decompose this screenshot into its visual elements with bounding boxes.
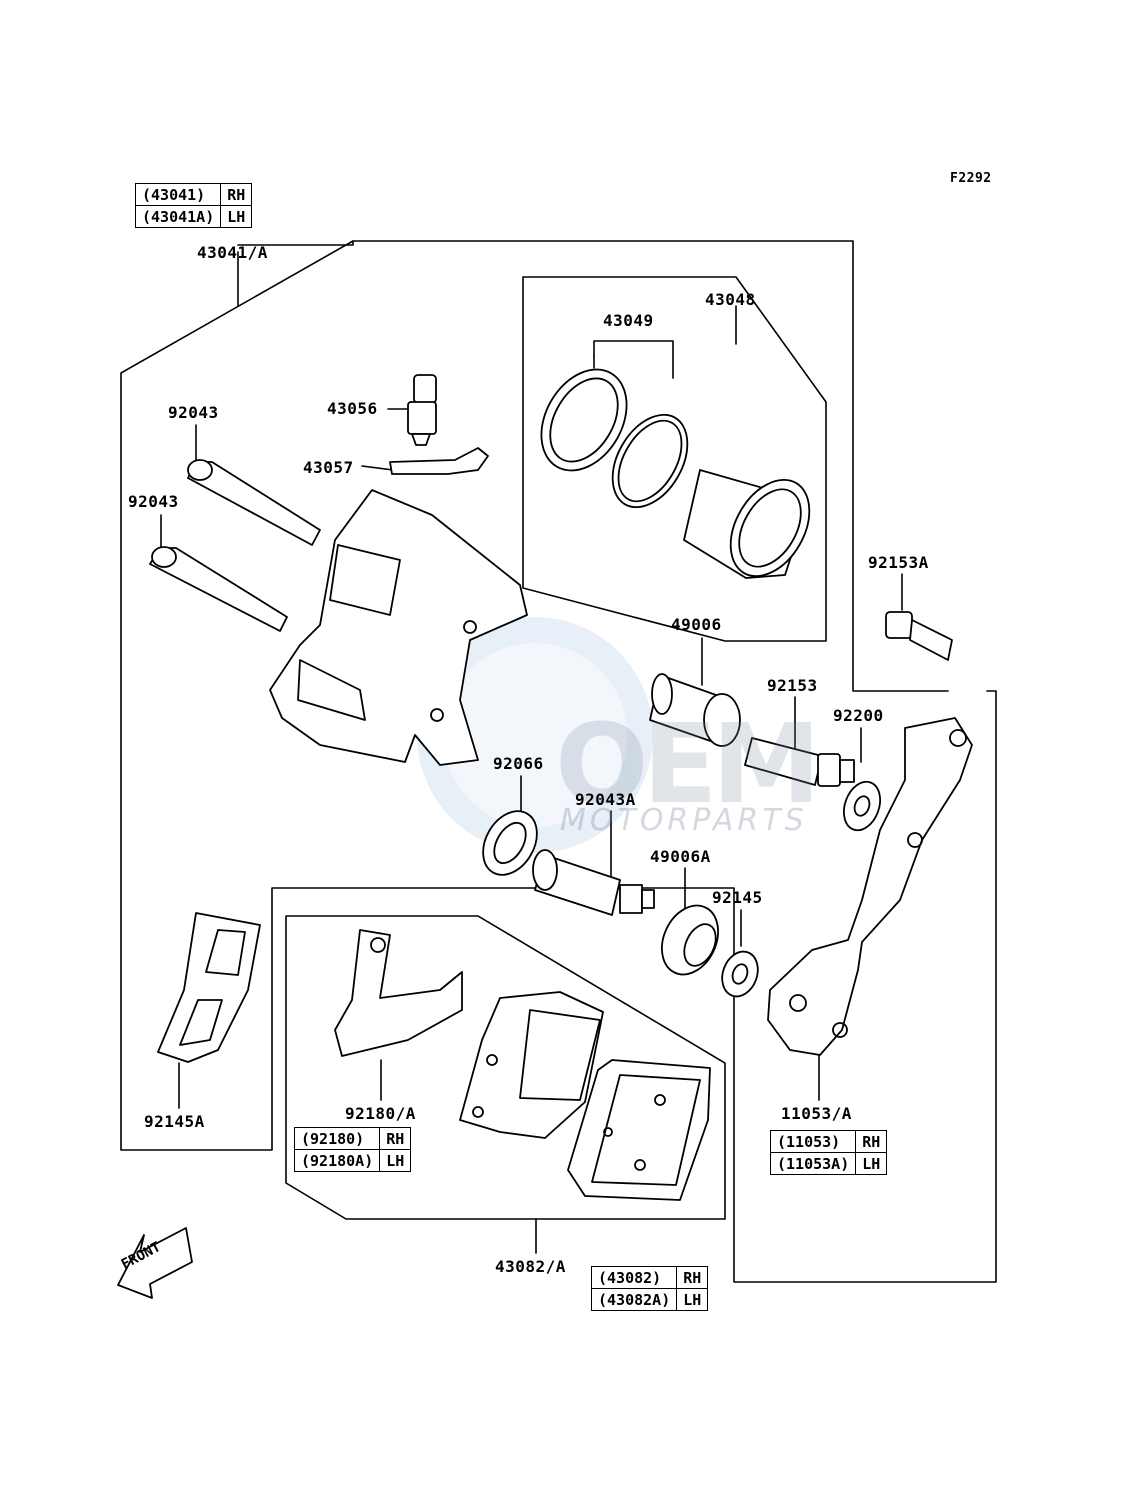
diagram-code: F2292 (950, 171, 992, 186)
variant-table-holder: (11053) RH (11053A) LH (769, 1130, 888, 1175)
bleeder-cap (389, 447, 489, 475)
small-washer (721, 950, 759, 998)
piston-kit-frame (522, 276, 827, 642)
variant-side: LH (676, 1288, 709, 1311)
slide-pin (532, 849, 655, 916)
caliper-body (269, 489, 528, 766)
piston-seal (540, 368, 628, 472)
variant-row: (43082A) LH (590, 1288, 709, 1311)
guide-pin-upper (187, 459, 321, 546)
variant-part: (11053A) (769, 1152, 857, 1175)
label-spring-clip: 92145A (144, 1112, 205, 1131)
bleeder-valve (407, 374, 437, 446)
variant-side: RH (220, 183, 253, 206)
label-sleeve-a: 49006A (650, 847, 711, 866)
variant-row: (11053) RH (769, 1130, 888, 1153)
leader-43057 (361, 465, 394, 471)
piston (683, 469, 811, 579)
label-piston-kit: 43048 (705, 290, 756, 309)
label-bleeder-cap: 43057 (303, 458, 354, 477)
watermark-globe (417, 617, 653, 853)
variant-side: RH (379, 1127, 412, 1150)
variant-side: LH (855, 1152, 888, 1175)
label-pad-spring: 92180/A (345, 1104, 416, 1123)
front-arrow-icon (117, 1227, 193, 1299)
variant-part: (43041A) (134, 205, 222, 228)
washer (842, 780, 882, 832)
mounting-bolt (744, 737, 855, 787)
variant-part: (43041) (134, 183, 222, 206)
label-boot: 92066 (493, 754, 544, 773)
caliper-assembly-frame (237, 240, 949, 692)
brake-pad-inner (459, 991, 604, 1139)
variant-side: RH (855, 1130, 888, 1153)
variant-part: (43082) (590, 1266, 678, 1289)
variant-table-pad-spring: (92180) RH (92180A) LH (293, 1127, 412, 1172)
label-bleeder: 43056 (327, 399, 378, 418)
caliper-holder (767, 717, 973, 1056)
variant-side: RH (676, 1266, 709, 1289)
variant-part: (11053) (769, 1130, 857, 1153)
dust-seal (611, 413, 689, 509)
variant-row: (92180A) LH (293, 1149, 412, 1172)
variant-row: (11053A) LH (769, 1152, 888, 1175)
caliper-assembly-frame-left (120, 240, 997, 1283)
variant-table-caliper: (43041) RH (43041A) LH (134, 183, 253, 228)
label-washer-small: 92145 (712, 888, 763, 907)
bracket-bolt (885, 611, 953, 661)
label-caliper-assy: 43041/A (197, 243, 268, 262)
label-washer: 92200 (833, 706, 884, 725)
variant-table-pads: (43082) RH (43082A) LH (590, 1266, 709, 1311)
boot (482, 810, 538, 876)
label-pin-lower: 92043 (128, 492, 179, 511)
label-pin-upper: 92043 (168, 403, 219, 422)
variant-part: (43082A) (590, 1288, 678, 1311)
variant-row: (43082) RH (590, 1266, 709, 1289)
label-bracket-bolt: 92153A (868, 553, 929, 572)
variant-part: (92180A) (293, 1149, 381, 1172)
label-seal: 43049 (603, 311, 654, 330)
variant-part: (92180) (293, 1127, 381, 1150)
anti-rattle-spring (157, 912, 261, 1063)
variant-row: (43041A) LH (134, 205, 253, 228)
guide-pin-lower (149, 546, 288, 632)
brake-pad-outer (567, 1059, 711, 1201)
leader-43049 (593, 340, 674, 379)
variant-row: (43041) RH (134, 183, 253, 206)
watermark-subtitle: MOTORPARTS (560, 803, 808, 838)
rubber-sleeve (661, 904, 719, 976)
variant-side: LH (379, 1149, 412, 1172)
pad-set-frame (285, 915, 726, 1220)
watermark-brand: OEM (555, 700, 821, 828)
label-bolt: 92153 (767, 676, 818, 695)
label-pin-a: 92043A (575, 790, 636, 809)
variant-row: (92180) RH (293, 1127, 412, 1150)
sleeve (649, 673, 741, 747)
pad-spring (334, 929, 463, 1057)
variant-side: LH (220, 205, 253, 228)
label-pad-set: 43082/A (495, 1257, 566, 1276)
label-sleeve: 49006 (671, 615, 722, 634)
label-holder: 11053/A (781, 1104, 852, 1123)
